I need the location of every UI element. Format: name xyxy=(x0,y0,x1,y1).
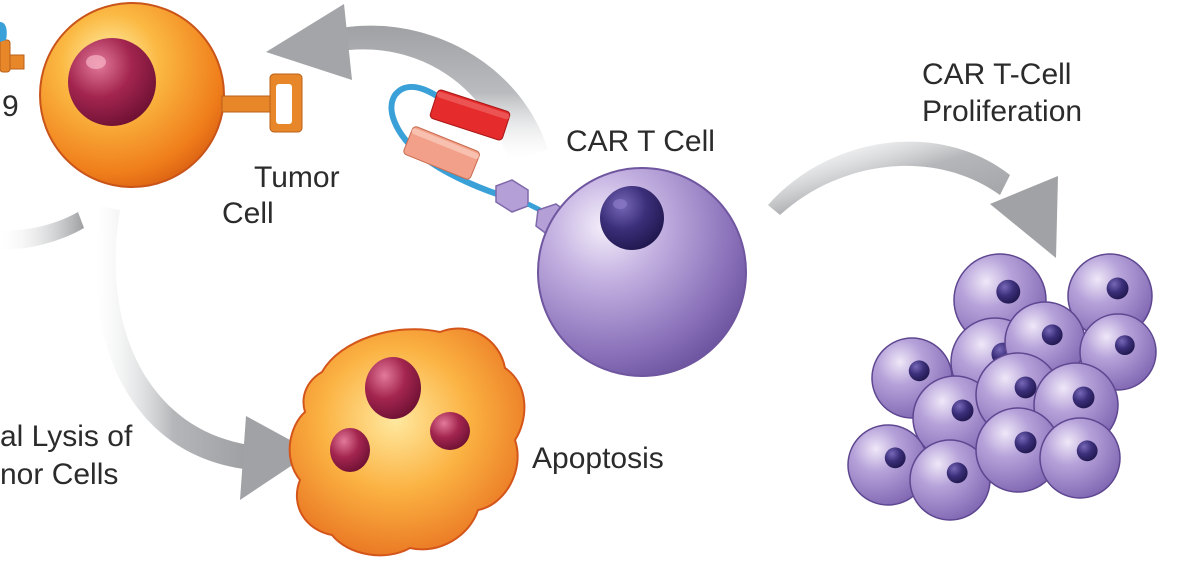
fragment-nucleus-2 xyxy=(330,428,370,472)
arrow-tumor-to-apoptosis xyxy=(95,206,312,500)
proliferation-label-line2: Proliferation xyxy=(922,95,1082,128)
proliferating-t-cell-nucleus xyxy=(946,462,968,484)
proliferating-t-cell-nucleus xyxy=(1041,324,1063,346)
proliferating-t-cell-nucleus xyxy=(1114,335,1135,356)
car-hinge-hexagon-1 xyxy=(495,179,529,213)
tumor-cell-label-line2: Cell xyxy=(222,197,274,230)
proliferating-t-cell xyxy=(1039,417,1121,499)
car-t-cell-label: CAR T Cell xyxy=(566,125,715,158)
proliferating-t-cell-nucleus xyxy=(908,360,930,382)
proliferation-label-line1: CAR T-Cell xyxy=(922,58,1071,91)
lysis-label-line1: al Lysis of xyxy=(0,420,133,453)
arrow-car-t-to-proliferation xyxy=(768,141,1058,258)
apoptotic-cell xyxy=(288,327,526,557)
car-t-cell xyxy=(537,167,747,377)
proliferating-t-cell-nucleus xyxy=(1076,440,1098,462)
proliferation-cluster xyxy=(847,253,1157,521)
arrow-car-t-to-tumor xyxy=(266,4,548,160)
car-scfv-red xyxy=(429,89,511,141)
cd19-receptor-right xyxy=(221,73,303,133)
proliferating-t-cell-nucleus xyxy=(996,279,1021,304)
nucleus-highlight xyxy=(86,55,106,69)
car-scfv-salmon xyxy=(403,126,480,180)
partial-car-linker xyxy=(0,22,7,42)
cd19-label-fragment: 9 xyxy=(2,90,19,123)
tumor-cell-label-line1: Tumor xyxy=(254,161,340,194)
proliferating-t-cell-nucleus xyxy=(951,399,974,422)
apoptosis-label: Apoptosis xyxy=(532,442,664,475)
proliferating-t-cell-nucleus xyxy=(1014,376,1037,399)
proliferating-t-cell xyxy=(847,424,929,506)
proliferating-t-cell-nucleus xyxy=(1014,431,1037,454)
tumor-nucleus xyxy=(68,38,156,126)
proliferating-t-cell-nucleus xyxy=(884,447,906,469)
lysis-label-line2: nor Cells xyxy=(0,458,118,491)
arrow-lysis-partial xyxy=(0,212,84,250)
fragment-nucleus-1 xyxy=(365,357,421,419)
car-t-nucleus xyxy=(600,186,664,250)
tumor-cell xyxy=(0,2,303,188)
cd19-receptor-left xyxy=(0,39,25,73)
car-receptor xyxy=(388,84,573,239)
proliferating-t-cell-nucleus xyxy=(1072,386,1095,409)
fragment-nucleus-3 xyxy=(430,412,470,450)
proliferating-t-cell-nucleus xyxy=(1106,277,1129,300)
